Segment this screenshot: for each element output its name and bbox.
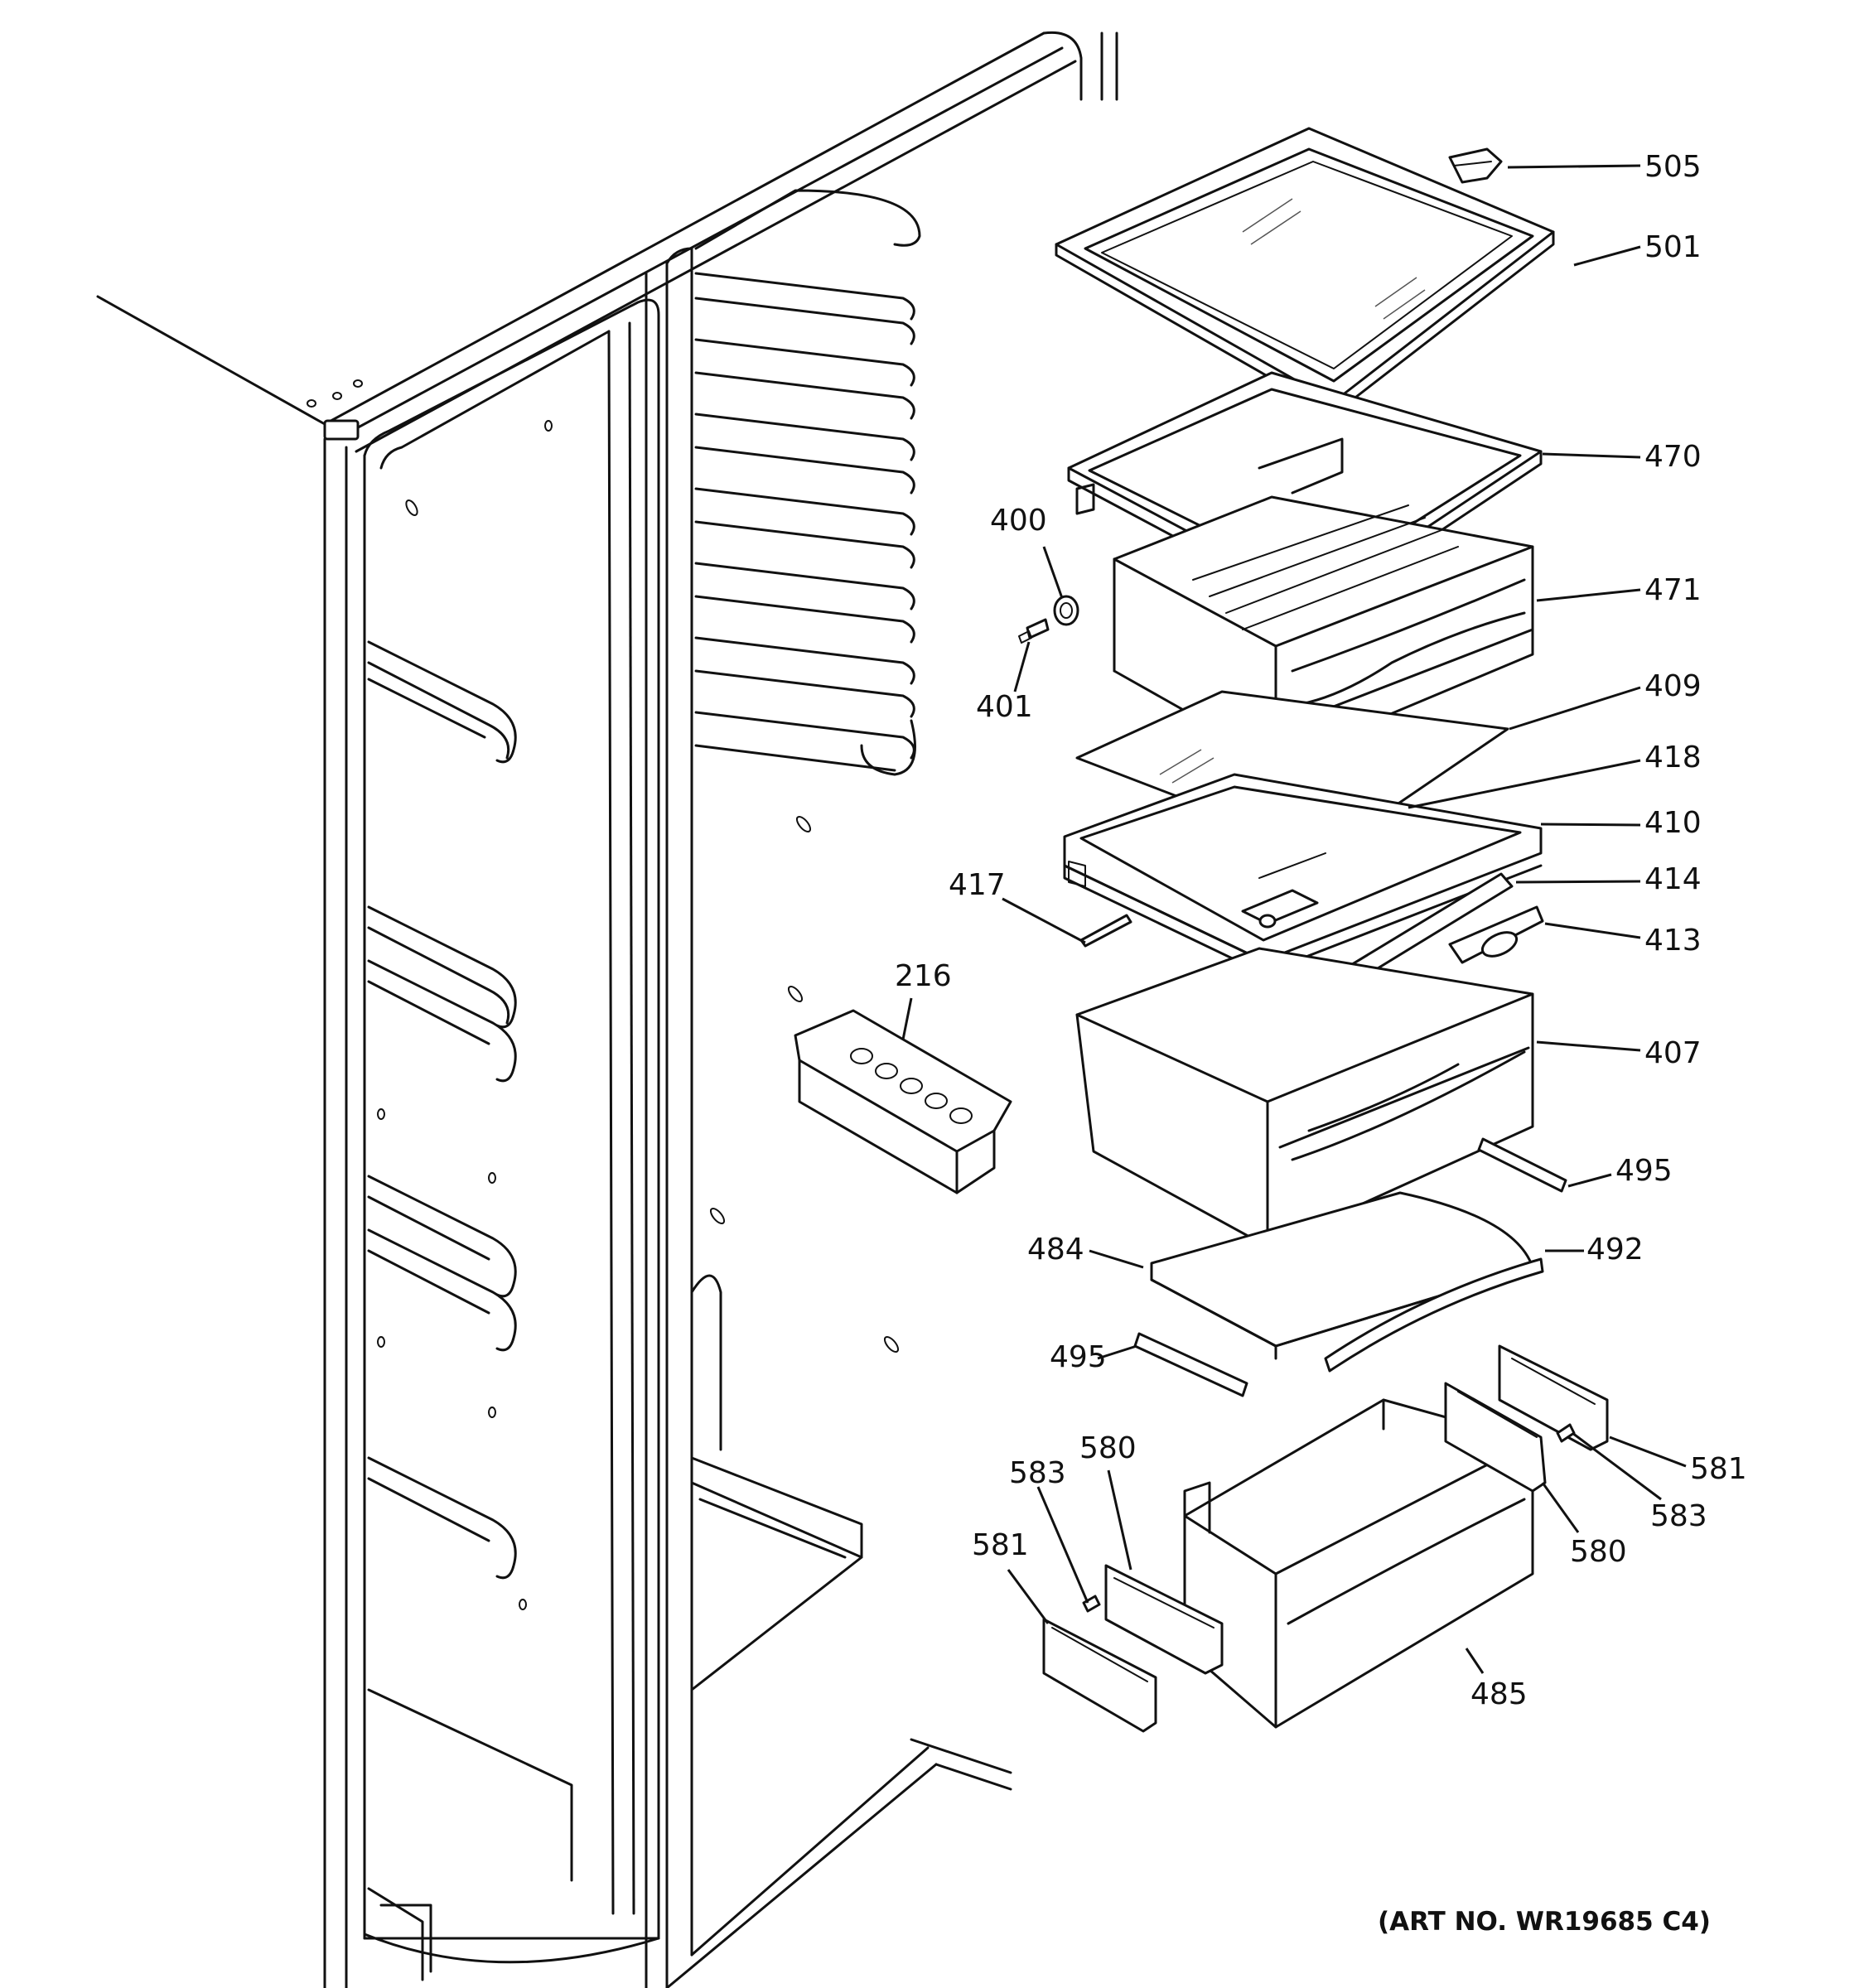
callout-580-left: 580 bbox=[1079, 1431, 1137, 1465]
callout-583-right: 583 bbox=[1650, 1499, 1707, 1533]
callout-401: 401 bbox=[976, 690, 1033, 724]
callout-492: 492 bbox=[1586, 1233, 1644, 1267]
fresh-food-shelf-supports bbox=[690, 189, 921, 1691]
leader-lines bbox=[901, 164, 1687, 1674]
rail-495-lower bbox=[1133, 1332, 1248, 1397]
callout-labels: 505 501 470 471 409 418 410 414 413 407 … bbox=[895, 150, 1747, 1711]
callout-583-left: 583 bbox=[1009, 1456, 1066, 1490]
callout-471: 471 bbox=[1644, 573, 1702, 607]
trim-492 bbox=[1324, 1257, 1544, 1373]
callout-581-right: 581 bbox=[1690, 1452, 1747, 1486]
callout-580-right: 580 bbox=[1570, 1535, 1627, 1569]
freezer-shelf-rails bbox=[367, 420, 573, 1981]
screw-and-cap-400-401 bbox=[1018, 595, 1079, 644]
callout-495-upper: 495 bbox=[1615, 1154, 1673, 1188]
callout-484: 484 bbox=[1027, 1233, 1084, 1267]
shelf-clip-505 bbox=[1448, 147, 1503, 184]
crisper-frame-410 bbox=[1063, 773, 1543, 975]
callout-413: 413 bbox=[1644, 924, 1702, 958]
rail-581-left bbox=[1042, 1618, 1157, 1733]
callout-400: 400 bbox=[990, 504, 1047, 538]
callout-581-left: 581 bbox=[972, 1528, 1029, 1562]
screw-583-left bbox=[1082, 1595, 1101, 1613]
lower-pan-407 bbox=[1075, 947, 1534, 1248]
callout-409: 409 bbox=[1644, 669, 1702, 703]
control-knob-413 bbox=[1448, 905, 1544, 964]
callout-470: 470 bbox=[1644, 440, 1702, 474]
callout-417: 417 bbox=[949, 868, 1006, 902]
callout-501: 501 bbox=[1644, 230, 1702, 264]
callout-407: 407 bbox=[1644, 1036, 1702, 1070]
callout-414: 414 bbox=[1644, 862, 1702, 896]
slide-580-left bbox=[1104, 1564, 1224, 1675]
rail-581-right bbox=[1498, 1344, 1609, 1451]
pan-cover-484 bbox=[1150, 1191, 1534, 1360]
rail-417 bbox=[1079, 914, 1132, 948]
rail-495-upper bbox=[1477, 1137, 1567, 1193]
callout-495-lower: 495 bbox=[1050, 1340, 1107, 1374]
refrigerator-cabinet bbox=[96, 31, 1118, 1988]
egg-tray-216 bbox=[794, 1009, 1012, 1194]
callout-216: 216 bbox=[895, 959, 952, 993]
callout-505: 505 bbox=[1644, 150, 1702, 184]
callout-418: 418 bbox=[1644, 741, 1702, 774]
art-number: (ART NO. WR19685 C4) bbox=[1378, 1907, 1711, 1937]
callout-485: 485 bbox=[1470, 1677, 1528, 1711]
callout-410: 410 bbox=[1644, 806, 1702, 840]
slide-580-right bbox=[1444, 1382, 1547, 1493]
